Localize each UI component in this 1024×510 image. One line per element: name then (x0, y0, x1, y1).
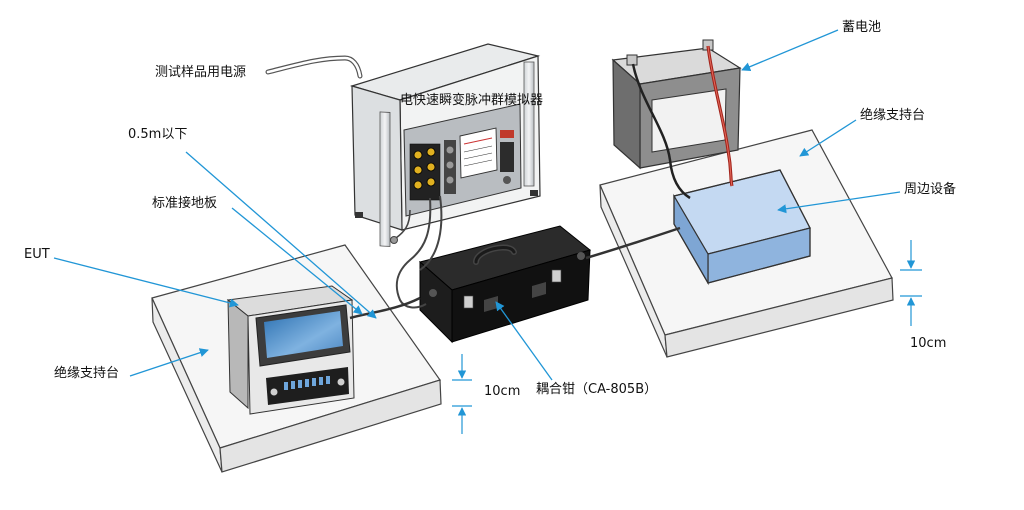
cable-to-peripheral (585, 226, 681, 260)
label-support-left: 绝缘支持台 (54, 366, 120, 381)
leader-lines (53, 29, 901, 381)
test-power-cable (265, 55, 363, 79)
label-peripheral: 周边设备 (904, 182, 957, 197)
label-support-right: 绝缘支持台 (860, 108, 926, 123)
burst-simulator (349, 43, 541, 247)
battery-cable-black (631, 63, 691, 200)
label-simulator: 电快速瞬变脉冲群模拟器 (400, 93, 544, 108)
battery (611, 39, 742, 170)
peripheral-equipment (673, 169, 811, 286)
label-height-right: 10cm (910, 336, 947, 351)
label-clamp: 耦合钳（CA-805B） (536, 382, 658, 397)
simulator-cable-1 (395, 197, 432, 309)
label-ground-plane: 标准接地板 (152, 196, 218, 211)
simulator-ground-cable (395, 209, 411, 239)
label-battery: 蓄电池 (842, 20, 882, 35)
label-test-power: 测试样品用电源 (155, 65, 247, 80)
simulator-cable-2 (419, 195, 443, 271)
eut-device (226, 285, 355, 415)
coupling-clamp (418, 225, 592, 344)
label-cable-length: 0.5m以下 (128, 127, 188, 142)
dimension-right (900, 240, 922, 326)
label-height-left: 10cm (484, 384, 521, 399)
label-eut: EUT (24, 247, 50, 262)
cable-eut-to-clamp (349, 296, 421, 320)
dimension-left (452, 354, 472, 434)
